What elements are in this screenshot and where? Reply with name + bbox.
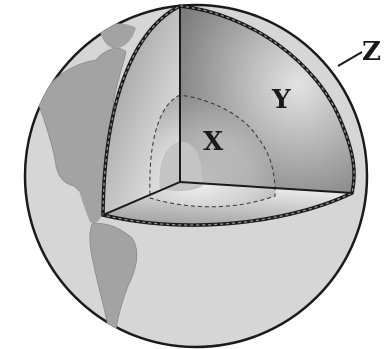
inner-core bbox=[159, 141, 203, 191]
label-y: Y bbox=[271, 85, 291, 115]
crust-boundary-dashes bbox=[102, 5, 355, 226]
label-z: Z bbox=[362, 37, 381, 67]
cut-edge-left bbox=[102, 181, 181, 216]
greenland-shape bbox=[100, 23, 136, 49]
central-america-shape bbox=[78, 180, 103, 224]
cutaway-wedge bbox=[101, 4, 356, 227]
cut-edge-right bbox=[179, 181, 353, 194]
z-leader-line bbox=[337, 51, 363, 67]
label-x: X bbox=[203, 127, 224, 157]
